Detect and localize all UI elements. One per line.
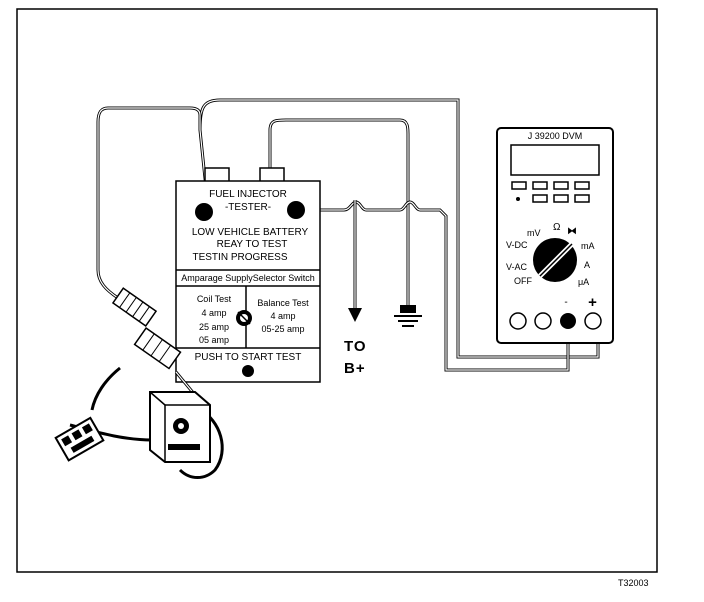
diagram-frame <box>16 8 658 573</box>
balance-test-4amp: 4 amp <box>270 311 295 321</box>
tester-title-line2: -TESTER- <box>225 202 271 213</box>
coil-test-05amp: 05 amp <box>199 335 229 345</box>
dvm-jack-1[interactable] <box>509 312 527 330</box>
wire-to-dvm-com <box>298 200 570 372</box>
dial-off: OFF <box>514 276 532 286</box>
digital-multimeter: J 39200 DVM mV Ω ⧓ V-DC mA V-AC A OFF μA… <box>496 127 614 344</box>
harness-connector-lower <box>133 326 182 370</box>
tester-jack-left[interactable] <box>195 203 213 221</box>
coil-test-title: Coil Test <box>197 294 232 304</box>
dvm-indicator-dot <box>516 197 520 201</box>
figure-code: T32003 <box>618 578 649 588</box>
coil-test-4amp: 4 amp <box>201 308 226 318</box>
b-plus-label: B+ <box>344 360 366 377</box>
dvm-button[interactable] <box>553 194 569 203</box>
wire-ground <box>268 118 410 305</box>
ground-icon <box>394 305 422 327</box>
dvm-button[interactable] <box>574 181 590 190</box>
harness-connector-upper <box>111 287 158 327</box>
push-to-start-label: PUSH TO START TEST <box>195 352 302 363</box>
dial-mv: mV <box>527 228 541 238</box>
dial-vac: V-AC <box>506 262 528 272</box>
dvm-button-row-2 <box>516 194 590 203</box>
dvm-plus-label: + <box>588 294 598 311</box>
dial-ua: μA <box>578 277 589 287</box>
b-plus-arrow-icon <box>348 308 362 322</box>
dial-vdc: V-DC <box>506 240 528 250</box>
dvm-button[interactable] <box>553 181 569 190</box>
push-to-start-button[interactable] <box>242 365 254 377</box>
injector-plug <box>54 416 105 462</box>
dvm-button[interactable] <box>511 181 527 190</box>
dvm-jack-plus[interactable] <box>584 312 602 330</box>
dvm-display <box>510 144 600 176</box>
balance-test-title: Balance Test <box>257 298 309 308</box>
tester-top-jack-left <box>204 167 230 183</box>
balance-test-range: 05-25 amp <box>261 324 304 334</box>
status-low-battery: LOW VEHICLE BATTERY <box>192 227 309 238</box>
dial-a: A <box>584 260 590 270</box>
dvm-title: J 39200 DVM <box>528 131 583 141</box>
dvm-rotary-dial[interactable] <box>533 238 577 282</box>
injector-harness-cable <box>96 106 202 300</box>
dvm-minus-label: - <box>564 297 567 308</box>
dial-ma: mA <box>581 241 595 251</box>
wire-to-b-plus <box>348 200 362 322</box>
tester-title-line1: FUEL INJECTOR <box>209 189 287 200</box>
dvm-jack-com[interactable] <box>560 313 576 329</box>
dvm-jack-2[interactable] <box>534 312 552 330</box>
amperage-selector-knob[interactable] <box>236 310 252 326</box>
coil-test-25amp: 25 amp <box>199 322 229 332</box>
tester-top-jack-right <box>259 167 285 183</box>
status-ready: REAY TO TEST <box>217 239 288 250</box>
selector-switch-label: Amparage SupplySelector Switch <box>181 273 315 283</box>
status-in-progress: TESTIN PROGRESS <box>192 252 287 263</box>
dial-ohm: Ω <box>553 222 561 233</box>
to-label: TO <box>344 338 367 355</box>
injector-module <box>149 391 211 463</box>
tester-jack-right[interactable] <box>287 201 305 219</box>
dvm-button-row-1 <box>511 181 590 190</box>
dvm-button[interactable] <box>574 194 590 203</box>
diode-icon: ⧓ <box>567 226 577 237</box>
dvm-button[interactable] <box>532 194 548 203</box>
dvm-button[interactable] <box>532 181 548 190</box>
fuel-injector-tester: FUEL INJECTOR -TESTER- LOW VEHICLE BATTE… <box>175 167 321 383</box>
